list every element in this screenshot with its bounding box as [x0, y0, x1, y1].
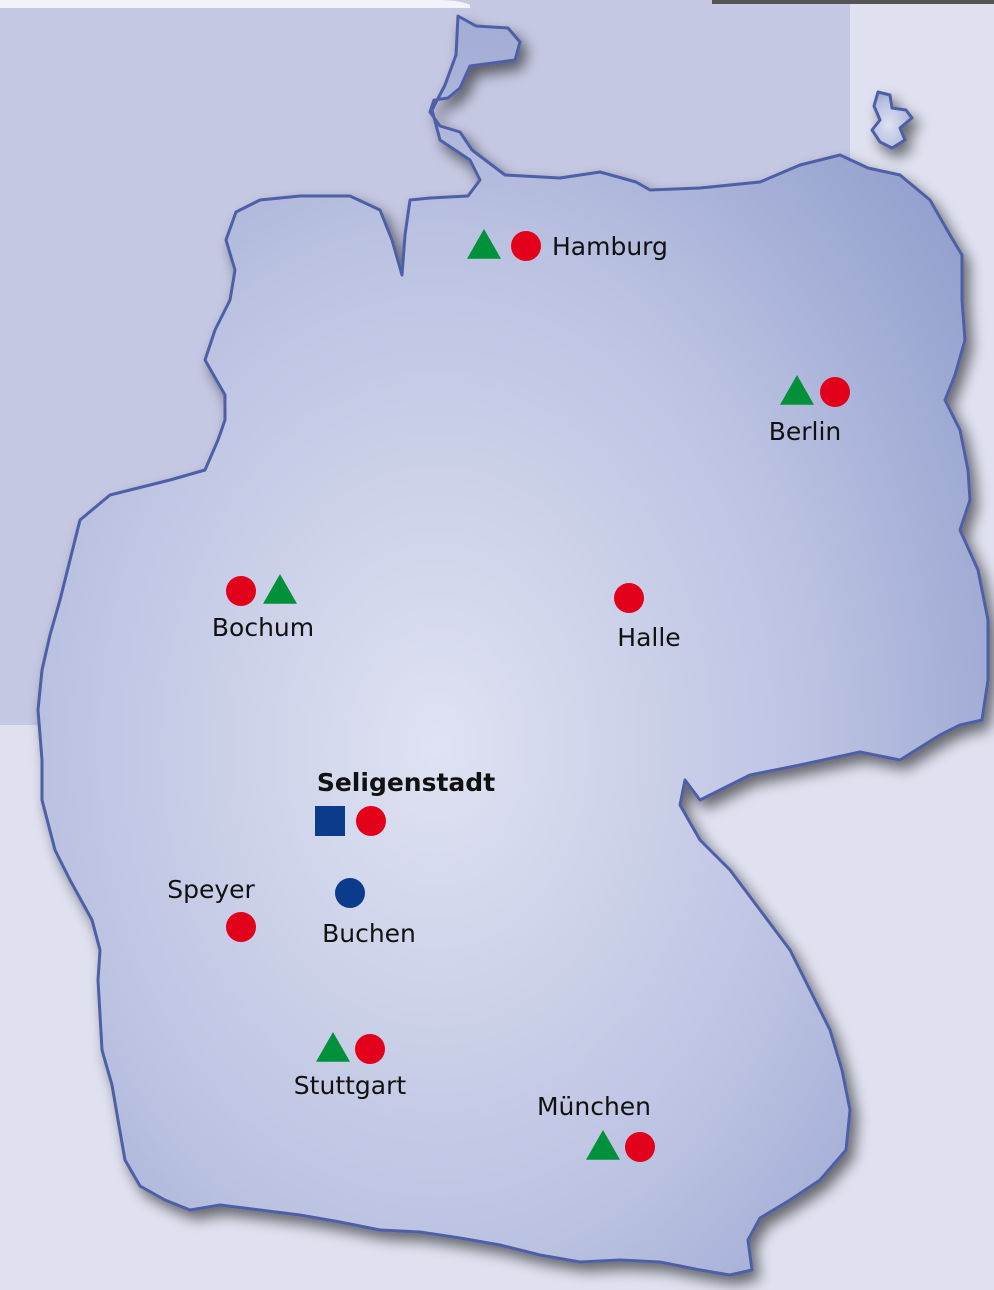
city-label-berlin: Berlin [769, 417, 842, 446]
top-right-strip [712, 0, 994, 4]
location-berlin: Berlin [769, 375, 850, 446]
germany-outline [36, 14, 990, 1277]
city-label-muenchen: München [537, 1092, 651, 1121]
blue-square-marker [315, 806, 345, 836]
red-circle-marker [226, 576, 256, 606]
red-circle-marker [511, 231, 541, 261]
city-label-buchen: Buchen [322, 919, 416, 948]
location-buchen: Buchen [322, 878, 416, 948]
ruegen-island [870, 90, 914, 150]
red-circle-marker [226, 912, 256, 942]
location-stuttgart: Stuttgart [294, 1032, 407, 1100]
backdrop-panel-edge [0, 0, 470, 8]
city-label-speyer: Speyer [167, 875, 255, 904]
location-seligenstadt: Seligenstadt [315, 768, 495, 836]
green-triangle-marker [780, 375, 814, 405]
germany-landmass [36, 14, 990, 1277]
location-bochum: Bochum [212, 574, 314, 642]
city-label-bochum: Bochum [212, 613, 314, 642]
green-triangle-marker [263, 574, 297, 604]
backdrop-corner [440, 0, 480, 12]
city-label-halle: Halle [617, 623, 680, 652]
city-label-seligenstadt: Seligenstadt [317, 768, 495, 797]
location-hamburg: Hamburg [467, 229, 668, 261]
city-label-stuttgart: Stuttgart [294, 1071, 407, 1100]
green-triangle-marker [586, 1130, 620, 1160]
location-muenchen: München [537, 1092, 655, 1162]
red-circle-marker [355, 1034, 385, 1064]
location-halle: Halle [614, 583, 681, 652]
red-circle-marker [614, 583, 644, 613]
red-circle-marker [820, 377, 850, 407]
location-speyer: Speyer [167, 875, 256, 942]
red-circle-marker [625, 1132, 655, 1162]
blue-circle-marker [335, 878, 365, 908]
city-label-hamburg: Hamburg [552, 232, 668, 261]
green-triangle-marker [316, 1032, 350, 1062]
red-circle-marker [356, 806, 386, 836]
green-triangle-marker [467, 229, 501, 259]
